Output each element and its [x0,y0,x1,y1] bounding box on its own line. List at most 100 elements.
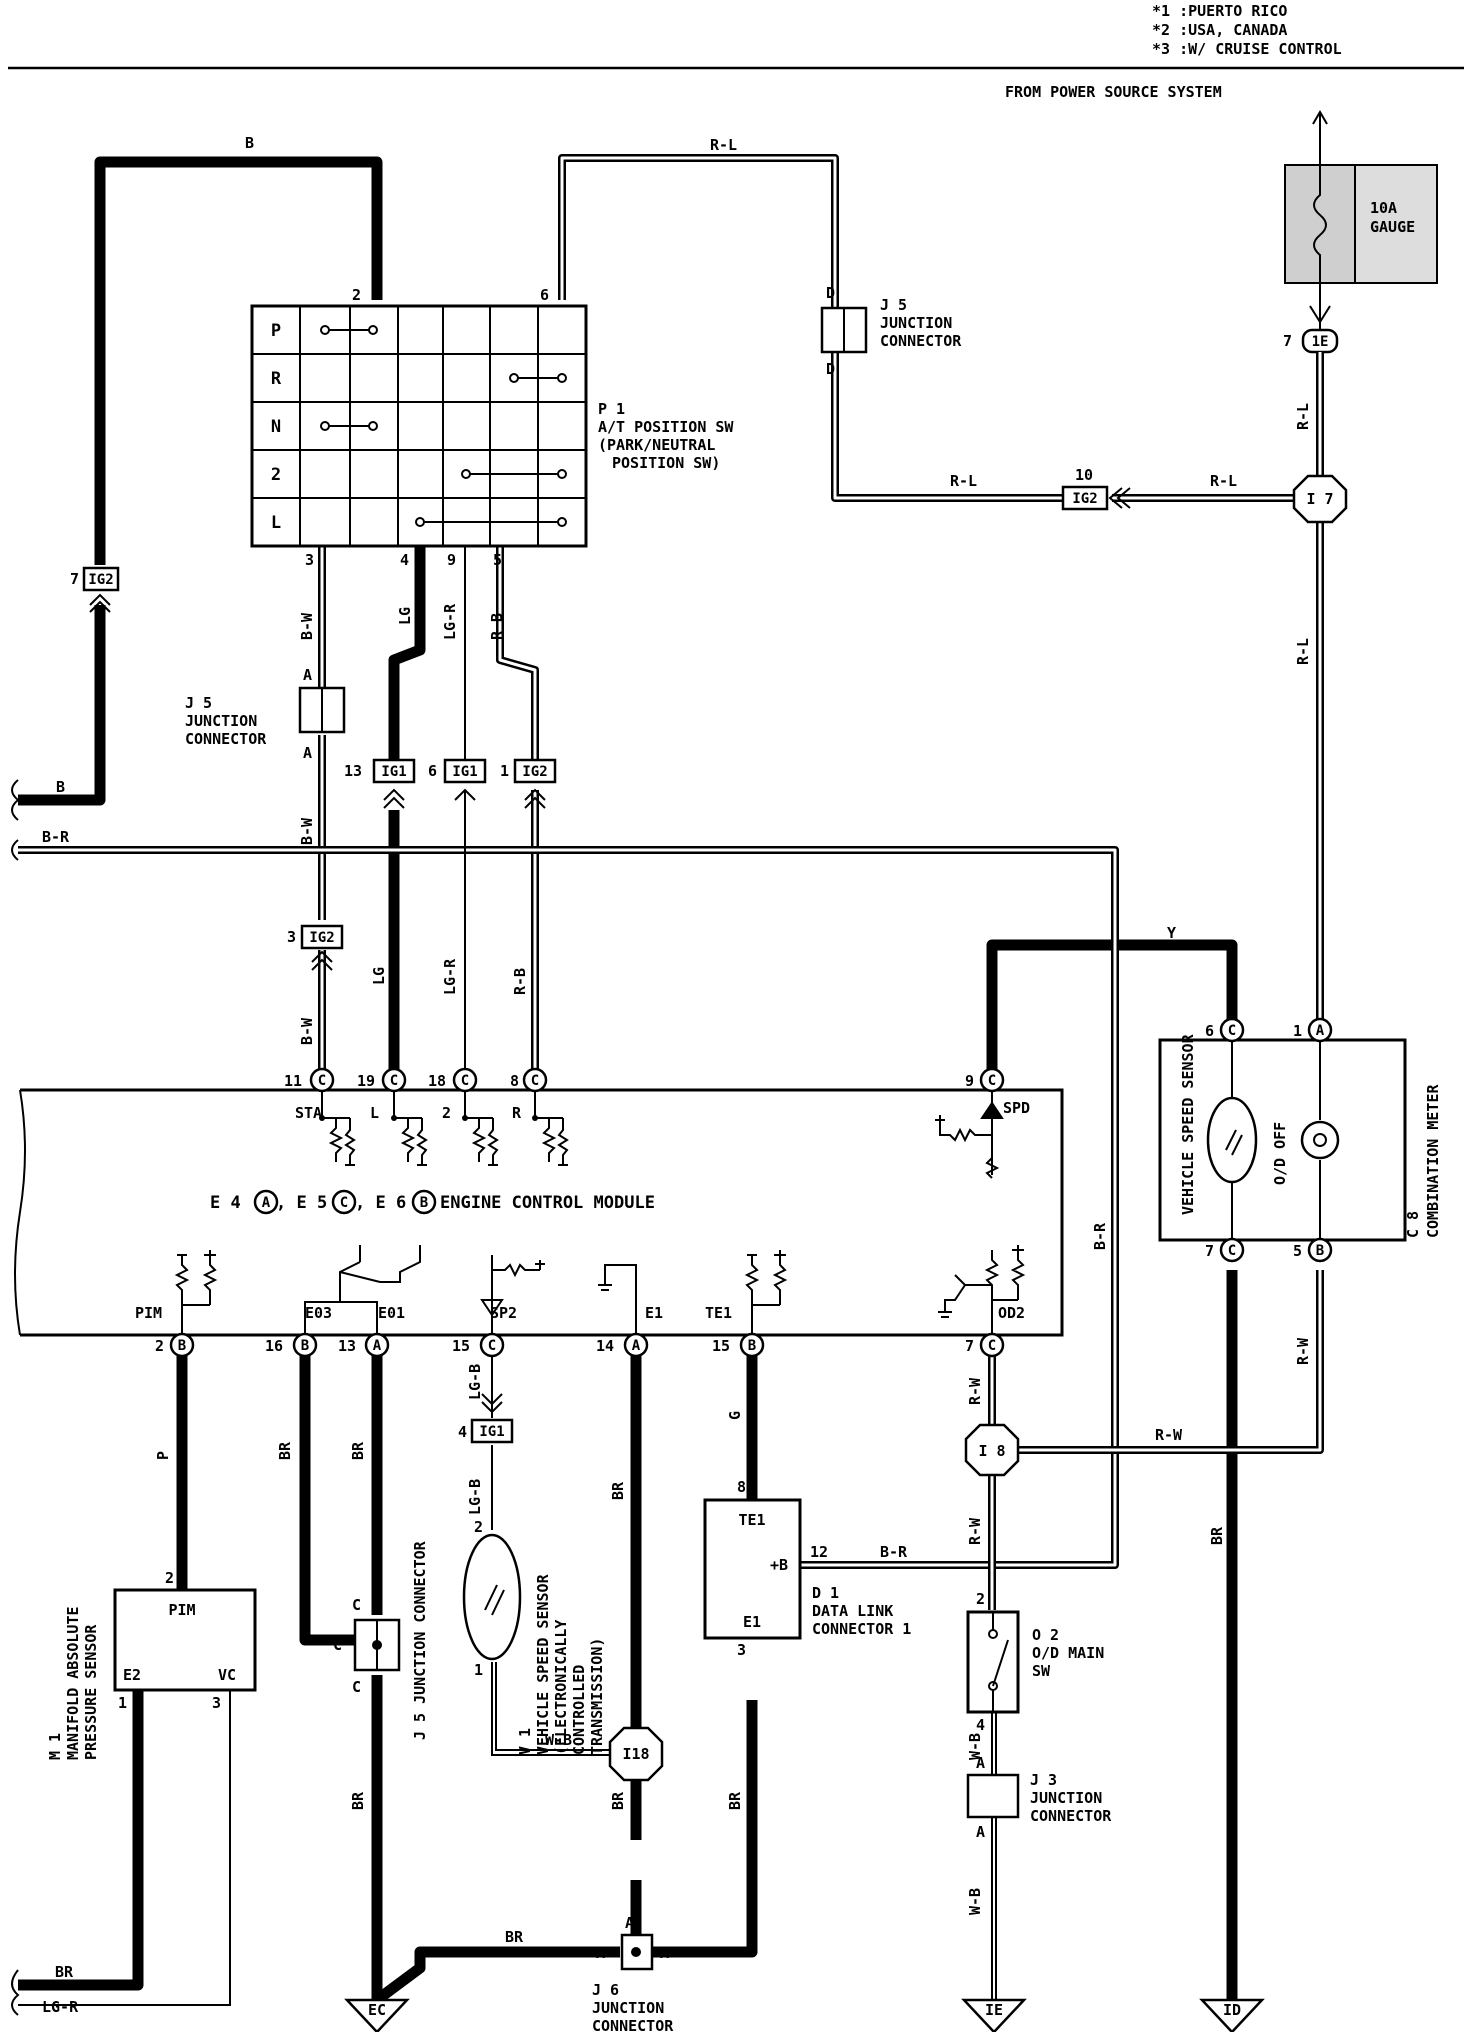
svg-text:1: 1 [1293,1022,1302,1040]
label-wb-lower: W-B [966,1888,984,1915]
svg-text:B: B [420,1195,428,1211]
svg-text:A: A [303,744,312,762]
fuse-icon [1313,165,1327,283]
svg-text:10: 10 [1075,466,1093,484]
svg-text:C: C [1228,1023,1236,1039]
svg-text:18: 18 [428,1072,446,1090]
svg-text:1: 1 [118,1694,127,1712]
svg-text:A: A [1316,1023,1325,1039]
svg-text:ID: ID [1223,2001,1241,2019]
label-br-ec: BR [349,1791,367,1810]
double-wires [18,154,1324,1610]
spd-circuit [935,1092,1004,1179]
connector-row-ig: IG1 13 IG1 6 IG2 1 B-W IG2 3 [287,758,557,971]
svg-text:10A: 10A [1370,199,1397,217]
svg-text:MANIFOLD ABSOLUTE: MANIFOLD ABSOLUTE [64,1606,82,1760]
connector-i8: I 8 [964,1423,1020,1477]
label-g: G [726,1411,744,1420]
svg-text:6: 6 [428,762,437,780]
svg-text:4: 4 [458,1423,467,1441]
svg-text:D 1: D 1 [812,1584,839,1602]
note-3: *3 :W/ CRUISE CONTROL [1152,40,1342,58]
svg-text:2: 2 [165,1569,174,1587]
label-wb-upper: W-B [966,1733,984,1760]
svg-text:I18: I18 [622,1745,649,1763]
o2-od-main-switch: 2 4 O 2 O/D MAIN SW [966,1590,1104,1734]
j6-junction: A A A J 6 JUNCTION CONNECTOR [592,1914,674,2032]
wire-br-m1 [18,1690,144,1991]
svg-text:C: C [488,1338,496,1354]
label-rl-i7: R-L [1210,472,1237,490]
svg-text:C: C [461,1073,469,1089]
svg-text:IG2: IG2 [309,930,334,946]
svg-text:SPD: SPD [1003,1099,1030,1117]
label-lgr-lower: LG-R [441,958,459,995]
svg-text:IG1: IG1 [381,764,406,780]
svg-text:B: B [748,1338,756,1354]
svg-text:7: 7 [70,570,79,588]
label-rw-lower: R-W [966,1517,984,1545]
svg-text:O/D OFF: O/D OFF [1271,1122,1289,1185]
svg-text:POSITION SW): POSITION SW) [612,454,720,472]
svg-text:IG2: IG2 [522,764,547,780]
svg-text:C: C [333,1636,342,1654]
svg-text:2: 2 [271,465,281,485]
label-y: Y [1167,924,1176,942]
wire-lg-upper [388,500,426,780]
svg-text:A: A [596,1944,605,1962]
label-rl-fuse: R-L [1294,403,1312,430]
svg-text:JUNCTION: JUNCTION [185,712,257,730]
wire-b-left [18,605,106,806]
label-br-e01: BR [349,1441,367,1460]
svg-text:A: A [262,1195,271,1211]
svg-text:5: 5 [1293,1242,1302,1260]
label-rl-top: R-L [710,136,737,154]
label-lg-lower: LG [370,967,388,985]
svg-text:9: 9 [447,551,456,569]
svg-text:DATA LINK: DATA LINK [812,1602,893,1620]
svg-text:IG1: IG1 [479,1424,504,1440]
svg-text:R: R [512,1104,522,1122]
power-source-label: FROM POWER SOURCE SYSTEM [1005,83,1222,101]
svg-text:J 3: J 3 [1030,1771,1057,1789]
svg-text:C: C [318,1073,326,1089]
svg-text:IE: IE [985,2001,1003,2019]
svg-text:C: C [988,1338,996,1354]
svg-text:C: C [1228,1243,1236,1259]
fuse-gauge: 10A GAUGE 1E 7 [1283,110,1438,354]
svg-text:A: A [660,1944,669,1962]
j5-junction-top: D D J 5 JUNCTION CONNECTOR [820,284,962,378]
svg-text:2: 2 [474,1518,483,1536]
label-bw-lower: B-W [298,1017,316,1045]
svg-text:7: 7 [1205,1242,1214,1260]
svg-text:8: 8 [510,1072,519,1090]
svg-text:15: 15 [712,1337,730,1355]
svg-text:N: N [271,417,281,437]
svg-text:VEHICLE SPEED SENSOR: VEHICLE SPEED SENSOR [1179,1033,1197,1215]
svg-text:PIM: PIM [135,1304,162,1322]
svg-text:2: 2 [155,1337,164,1355]
svg-text:J 6: J 6 [592,1981,619,1999]
svg-text:1E: 1E [1312,334,1329,350]
svg-text:COMBINATION METER: COMBINATION METER [1424,1084,1442,1238]
svg-text:P 1: P 1 [598,400,625,418]
label-rb-upper: R-B [488,613,506,640]
svg-text:C: C [988,1073,996,1089]
label-br-d1-lower: BR [726,1791,744,1810]
svg-text:3: 3 [305,551,314,569]
label-rw-upper: R-W [966,1377,984,1405]
svg-text:IG1: IG1 [452,764,477,780]
svg-text:OD2: OD2 [998,1304,1025,1322]
svg-text:+B: +B [770,1556,788,1574]
svg-text:5: 5 [493,551,502,569]
label-br-bottom: BR [55,1963,74,1981]
p1-position-switch: P R N 2 L 2 6 3 4 9 5 P 1 A/T POSITION S… [250,286,734,569]
svg-text:4: 4 [400,551,409,569]
j3-junction: A A J 3 JUNCTION CONNECTOR [966,1754,1112,1841]
label-br-d1: B-R [880,1543,908,1561]
svg-text:P: P [271,321,281,341]
svg-text:PIM: PIM [168,1601,195,1619]
svg-text:C: C [340,1195,348,1211]
svg-text:O 2: O 2 [1032,1626,1059,1644]
